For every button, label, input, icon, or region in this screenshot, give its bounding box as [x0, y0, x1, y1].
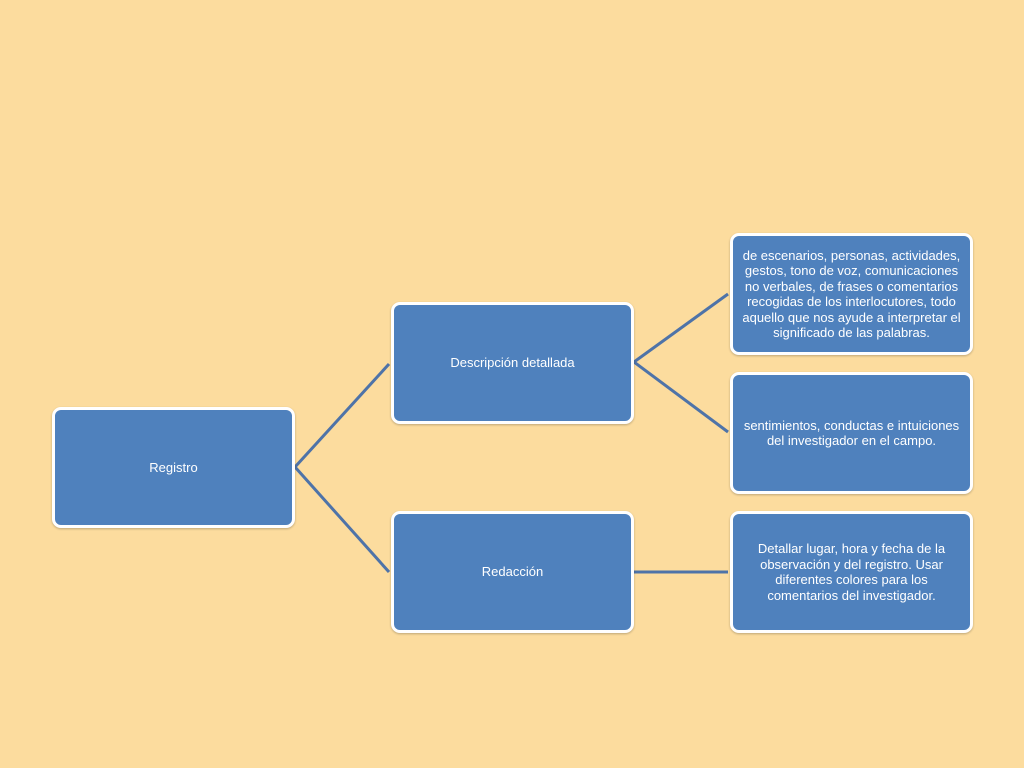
node-redaccion-label: Redacción	[481, 564, 544, 580]
node-registro-label: Registro	[149, 459, 198, 475]
node-escenarios[interactable]: de escenarios, personas, actividades, ge…	[730, 233, 973, 355]
node-descripcion-detallada-label: Descripción detallada	[450, 355, 575, 371]
connector-registro-descripcion	[293, 362, 391, 469]
node-escenarios-label: de escenarios, personas, actividades, ge…	[742, 247, 961, 341]
connector-descripcion-sentimientos	[633, 360, 729, 434]
node-registro[interactable]: Registro	[52, 407, 295, 528]
connector-registro-redaccion	[293, 465, 391, 574]
node-descripcion-detallada[interactable]: Descripción detallada	[391, 302, 634, 424]
node-sentimientos[interactable]: sentimientos, conductas e intuiciones de…	[730, 372, 973, 494]
node-redaccion[interactable]: Redacción	[391, 511, 634, 633]
node-detallar[interactable]: Detallar lugar, hora y fecha de la obser…	[730, 511, 973, 633]
node-sentimientos-label: sentimientos, conductas e intuiciones de…	[743, 417, 960, 449]
node-detallar-label: Detallar lugar, hora y fecha de la obser…	[757, 541, 946, 603]
connector-descripcion-escenarios	[633, 292, 729, 364]
